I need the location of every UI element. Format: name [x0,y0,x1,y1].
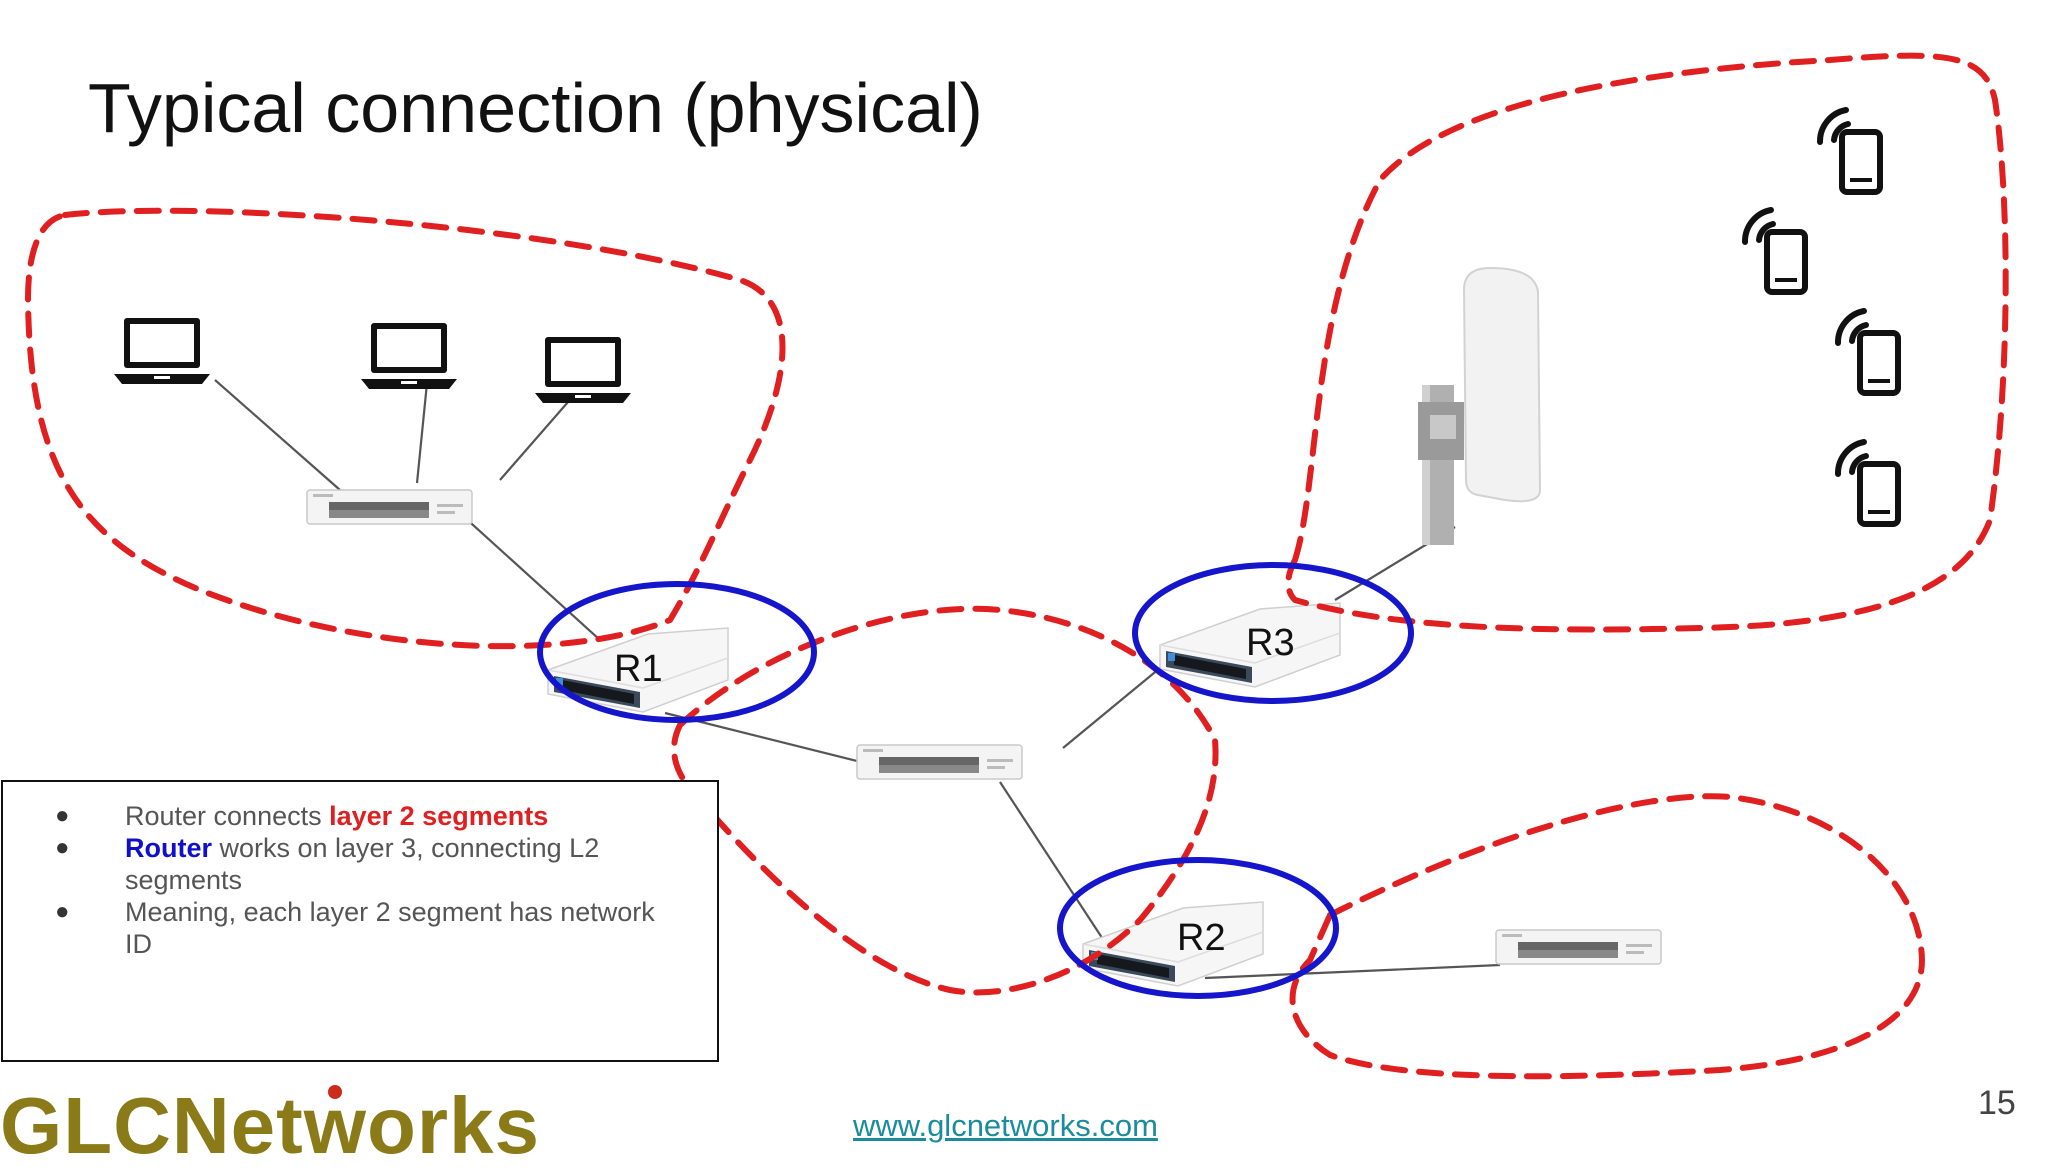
cable-r3-switch [1062,667,1161,749]
bullet-icon: ● [55,898,70,925]
switch-icon [1495,929,1662,965]
cable-r2-switch [1204,963,1501,980]
logo-text-end: orks [367,1081,540,1170]
note-text: Router connects [125,801,330,831]
bullet-icon: ● [55,802,70,829]
segment-boundary-lan [24,207,786,650]
cable-laptop1-switch [214,379,341,491]
note-item: ● Meaning, each layer 2 segment has netw… [55,896,685,960]
segment-boundary-wireless [1285,52,2009,633]
cable-switch-r1 [461,514,601,641]
laptop-icon [535,337,631,403]
cable-laptop2-switch [415,382,429,484]
sector-antenna-icon [1418,266,1542,545]
notes-list: ● Router connects layer 2 segments ● Rou… [55,800,685,960]
cable-switch-r2 [999,781,1111,951]
router-label-r2: R2 [1177,917,1226,959]
router-highlight-r2 [1057,857,1339,999]
cable-laptop3-switch [499,393,576,481]
switch-icon [306,489,473,525]
note-text: Meaning, each layer 2 segment has networ… [125,897,655,959]
router-label-r3: R3 [1246,622,1295,664]
logo-text-w: w [303,1081,368,1170]
laptop-icon [114,318,210,384]
bullet-icon: ● [55,834,70,861]
page-number: 15 [1978,1084,2016,1122]
router-highlight-r3 [1132,562,1414,704]
website-link[interactable]: www.glcnetworks.com [853,1108,1158,1143]
router-highlight-r1 [537,581,817,723]
notes-box: ● Router connects layer 2 segments ● Rou… [1,780,719,1062]
laptop-icon [361,323,457,389]
phone-icon [1838,442,1898,524]
logo-text-start: GLCNet [0,1081,304,1170]
note-highlight-router: Router [125,833,212,863]
phone-icon [1745,210,1805,292]
note-highlight-layer2: layer 2 segments [329,801,549,831]
note-item: ● Router works on layer 3, connecting L2… [55,832,685,896]
note-text: works on layer 3, connecting L2 segments [125,833,600,895]
switch-icon [856,744,1023,780]
note-item: ● Router connects layer 2 segments [55,800,685,832]
phone-icon [1838,311,1898,393]
segment-boundary-backbone [671,605,1219,996]
segment-boundary-lower [1289,793,1926,1080]
logo-dot-icon [328,1085,343,1099]
slide-title: Typical connection (physical) [88,69,983,147]
router-label-r1: R1 [614,648,663,690]
phone-icon [1820,110,1880,192]
